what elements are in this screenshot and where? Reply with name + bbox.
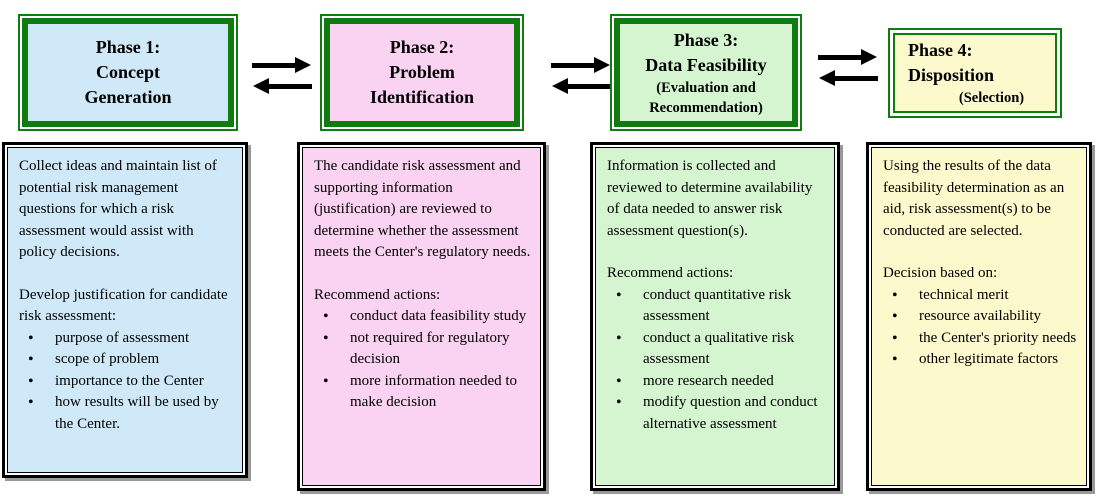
phase-1-detail-box: Collect ideas and maintain list of poten… bbox=[2, 142, 248, 478]
phase-2-list-label: Recommend actions: bbox=[314, 286, 441, 303]
phase-2-title: Phase 2: Problem Identification bbox=[324, 18, 520, 127]
bullet-item: conduct data feasibility study bbox=[314, 306, 531, 328]
phase-4-subtitle-line: (Selection) bbox=[958, 90, 1025, 106]
bullet-item: purpose of assessment bbox=[19, 328, 233, 350]
phase-2-title-line: Problem bbox=[389, 62, 455, 82]
phase-3-bullet-list: conduct quantitative risk assessment con… bbox=[607, 285, 825, 436]
bullet-item: modify question and conduct alternative … bbox=[607, 392, 825, 435]
phase-1-intro-text: Collect ideas and maintain list of poten… bbox=[19, 158, 217, 260]
phase-2-detail-content: The candidate risk assessment and suppor… bbox=[302, 147, 541, 486]
phase-3-detail-box: Information is collected and reviewed to… bbox=[590, 142, 840, 491]
arrow-left-icon bbox=[552, 78, 611, 94]
bullet-item: more information needed to make decision bbox=[314, 371, 531, 414]
arrow-right-icon bbox=[252, 57, 311, 73]
bullet-item: conduct quantitative risk assessment bbox=[607, 285, 825, 328]
phase-3-title-line: Phase 3: bbox=[673, 29, 739, 50]
bullet-item: other legitimate factors bbox=[883, 349, 1077, 371]
phase-3-list-label: Recommend actions: bbox=[607, 265, 734, 281]
phase-4-bullet-list: technical merit resource availability th… bbox=[883, 285, 1077, 371]
phase-4-detail-box: Using the results of the data feasibilit… bbox=[866, 142, 1092, 491]
arrow-left-icon bbox=[819, 70, 878, 86]
phase-3-subtitle-line: Recommendation) bbox=[649, 99, 763, 116]
arrow-left-icon bbox=[253, 78, 312, 94]
phase-1-title-line: Phase 1: bbox=[95, 37, 161, 57]
phase-2-intro-text: The candidate risk assessment and suppor… bbox=[314, 158, 531, 260]
bullet-item: the Center's priority needs bbox=[883, 328, 1077, 350]
bullet-item: scope of problem bbox=[19, 349, 233, 371]
phase-1-column: Phase 1: Concept Generation Collect idea… bbox=[2, 0, 248, 496]
phase-2-column: Phase 2: Problem Identification The cand… bbox=[297, 0, 546, 496]
phase-3-header-box: Phase 3: Data Feasibility (Evaluation an… bbox=[610, 14, 802, 131]
phase-4-title-line: Disposition bbox=[908, 65, 995, 85]
bullet-item: conduct a qualitative risk assessment bbox=[607, 328, 825, 371]
phase-3-detail-content: Information is collected and reviewed to… bbox=[595, 147, 835, 486]
phase-3-column: Phase 3: Data Feasibility (Evaluation an… bbox=[590, 0, 840, 496]
phase-3-subtitle-line: (Evaluation and bbox=[656, 79, 756, 96]
bullet-item: resource availability bbox=[883, 306, 1077, 328]
phase-4-column: Phase 4: Disposition (Selection) Using t… bbox=[866, 0, 1092, 496]
phase-3-title-line: Data Feasibility bbox=[645, 54, 767, 75]
phase-2-detail-box: The candidate risk assessment and suppor… bbox=[297, 142, 546, 491]
phase-4-title-line: Phase 4: bbox=[908, 40, 973, 60]
phase-3-title: Phase 3: Data Feasibility (Evaluation an… bbox=[614, 18, 798, 127]
phase-4-list-label: Decision based on: bbox=[883, 265, 998, 281]
phase-1-list-label: Develop justification for candidate risk… bbox=[19, 286, 228, 325]
bullet-item: how results will be used by the Center. bbox=[19, 392, 233, 435]
phase-1-title-line: Generation bbox=[84, 87, 172, 107]
phase-3-intro-text: Information is collected and reviewed to… bbox=[607, 158, 813, 239]
arrow-right-icon bbox=[551, 57, 610, 73]
phase-4-header-box: Phase 4: Disposition (Selection) bbox=[888, 28, 1062, 118]
phase-1-detail-content: Collect ideas and maintain list of poten… bbox=[7, 147, 243, 473]
phase-4-intro-text: Using the results of the data feasibilit… bbox=[883, 158, 1065, 239]
phase-4-title: Phase 4: Disposition (Selection) bbox=[893, 33, 1057, 113]
bullet-item: more research needed bbox=[607, 371, 825, 393]
phase-2-title-line: Phase 2: bbox=[389, 37, 455, 57]
bullet-item: technical merit bbox=[883, 285, 1077, 307]
phase-2-title-line: Identification bbox=[369, 87, 474, 107]
bullet-item: not required for regulatory decision bbox=[314, 328, 531, 371]
phase-1-bullet-list: purpose of assessment scope of problem i… bbox=[19, 328, 233, 436]
phase-2-header-box: Phase 2: Problem Identification bbox=[320, 14, 524, 131]
phase-2-bullet-list: conduct data feasibility study not requi… bbox=[314, 306, 531, 414]
phase-1-title: Phase 1: Concept Generation bbox=[22, 18, 234, 127]
phase-1-title-line: Concept bbox=[96, 62, 160, 82]
arrow-right-icon bbox=[818, 49, 877, 65]
phase-1-header-box: Phase 1: Concept Generation bbox=[18, 14, 238, 131]
bullet-item: importance to the Center bbox=[19, 371, 233, 393]
phase-4-detail-content: Using the results of the data feasibilit… bbox=[871, 147, 1087, 486]
